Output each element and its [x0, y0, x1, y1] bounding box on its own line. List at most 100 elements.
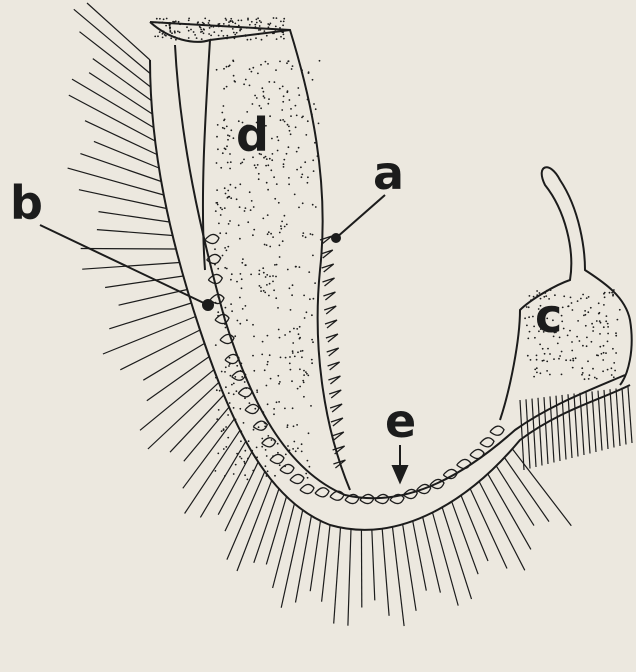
stipple-dot: [253, 336, 255, 338]
stipple-dot: [546, 361, 548, 363]
stipple-dot: [214, 264, 216, 266]
gill-raker: [325, 320, 337, 328]
stipple-dot: [225, 148, 227, 150]
stipple-dot: [258, 33, 260, 35]
stipple-dot: [589, 374, 591, 376]
stipple-dot: [255, 37, 257, 39]
stipple-dot: [259, 270, 261, 272]
stipple-dot: [247, 19, 249, 21]
stipple-dot: [303, 396, 305, 398]
stipple-dot: [249, 24, 251, 26]
stipple-dot: [275, 276, 277, 278]
stipple-dot: [279, 61, 281, 63]
stipple-dot: [232, 28, 234, 30]
stipple-dot: [221, 209, 223, 211]
stipple-dot: [599, 320, 601, 322]
stipple-dot: [228, 365, 230, 367]
stipple-dot: [224, 128, 226, 130]
stipple-dot: [317, 155, 319, 157]
stipple-dot: [584, 310, 586, 312]
stipple-dot: [542, 348, 544, 350]
stipple-dot: [553, 358, 555, 360]
stipple-dot: [288, 126, 290, 128]
stipple-dot: [232, 21, 234, 23]
stipple-dot: [572, 309, 574, 311]
stipple-dot: [289, 449, 291, 451]
stipple-dot: [217, 204, 219, 206]
stipple-dot: [289, 363, 291, 365]
stipple-dot: [289, 356, 291, 358]
stipple-dot: [283, 21, 285, 23]
stipple-dot: [221, 371, 223, 373]
stipple-dot: [259, 20, 261, 22]
stipple-dot: [200, 29, 202, 31]
stipple-dot: [291, 68, 293, 70]
stipple-dot: [287, 269, 289, 271]
stipple-dot: [222, 127, 224, 129]
stipple-dot: [215, 302, 217, 304]
stipple-dot: [223, 105, 225, 107]
stipple-dot: [281, 31, 283, 33]
stipple-dot: [226, 268, 228, 270]
stipple-dot: [252, 234, 254, 236]
gill-raker: [457, 459, 471, 468]
stipple-dot: [228, 196, 230, 198]
gill-raker: [324, 306, 336, 314]
stipple-dot: [292, 448, 294, 450]
stipple-dot: [256, 97, 258, 99]
gill-filament: [433, 513, 459, 606]
stipple-dot: [288, 177, 290, 179]
stipple-dot: [226, 250, 228, 252]
stipple-dot: [603, 352, 605, 354]
stipple-dot: [286, 153, 288, 155]
label-b: b: [10, 180, 43, 226]
gill-filament: [413, 521, 427, 591]
stipple-dot: [251, 450, 253, 452]
pointer-a: [336, 195, 385, 238]
stipple-dot: [311, 359, 313, 361]
stipple-dot: [269, 354, 271, 356]
gill-filament: [105, 276, 183, 288]
stipple-dot: [208, 22, 210, 24]
stipple-dot: [600, 322, 602, 324]
stipple-dot: [269, 246, 271, 248]
stipple-dot: [268, 98, 270, 100]
stipple-dot: [262, 218, 264, 220]
stipple-dot: [252, 324, 254, 326]
stipple-dot: [274, 29, 276, 31]
stipple-dot: [171, 32, 173, 34]
stipple-dot: [312, 79, 314, 81]
stipple-dot: [217, 124, 219, 126]
stipple-dot: [215, 210, 217, 212]
stipple-dot: [260, 287, 262, 289]
stipple-dot: [270, 169, 272, 171]
stipple-dot: [561, 351, 563, 353]
stipple-dot: [260, 64, 262, 66]
stipple-dot: [307, 120, 309, 122]
stipple-dot: [216, 389, 218, 391]
stipple-dot: [283, 34, 285, 36]
stipple-dot: [265, 61, 267, 63]
stipple-dot: [220, 207, 222, 209]
stipple-dot: [231, 310, 233, 312]
stipple-dot: [199, 26, 201, 28]
stipple-dot: [247, 39, 249, 41]
stipple-dot: [593, 326, 595, 328]
stipple-dot: [603, 345, 605, 347]
stipple-dot: [527, 355, 529, 357]
gill-filament: [580, 393, 584, 455]
gill-filament: [254, 489, 279, 563]
gill-raker: [215, 314, 229, 323]
stipple-dot: [264, 244, 266, 246]
stipple-dot: [319, 60, 321, 62]
stipple-dot: [314, 142, 316, 144]
stipple-dot: [230, 279, 232, 281]
stipple-dot: [524, 317, 526, 319]
stipple-dot: [582, 345, 584, 347]
stipple-dot: [587, 311, 589, 313]
stipple-dot: [243, 83, 245, 85]
stipple-dot: [533, 376, 535, 378]
stipple-dot: [311, 362, 313, 364]
stipple-dot: [606, 315, 608, 317]
gill-raker: [280, 464, 294, 473]
